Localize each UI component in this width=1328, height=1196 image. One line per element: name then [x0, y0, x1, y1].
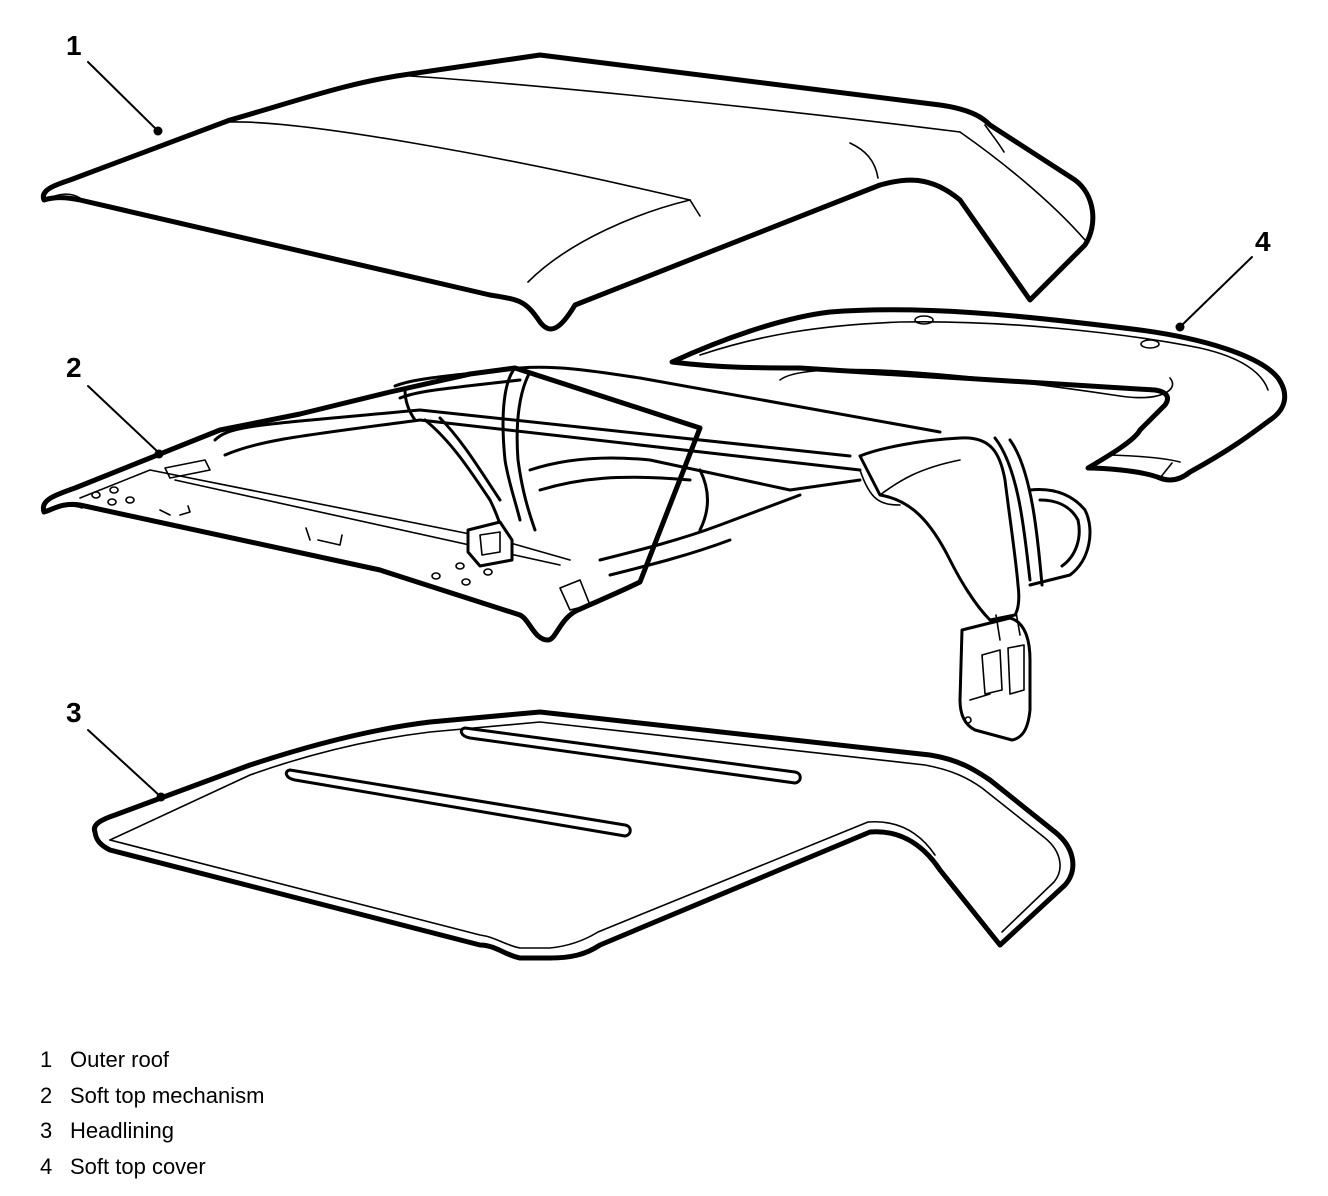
legend-number: 1: [40, 1047, 53, 1072]
callout-1: 1: [66, 30, 163, 136]
legend-label: Soft top mechanism: [70, 1082, 265, 1108]
legend-number: 3: [40, 1118, 53, 1143]
callout-3-dot: [156, 792, 166, 802]
soft-top-mechanism-part: [40, 365, 1092, 742]
callout-1-dot: [153, 126, 163, 136]
callout-3: 3: [66, 697, 166, 802]
callout-3-number: 3: [66, 697, 82, 728]
legend-label: Outer roof: [70, 1047, 170, 1072]
callout-2-number: 2: [66, 352, 82, 383]
legend-label: Soft top cover: [70, 1153, 206, 1179]
parts-legend: 1 Outer roof 2 Soft top mechanism 3 Headlin…: [40, 1042, 264, 1184]
legend-item: 1 Outer roof: [40, 1042, 264, 1078]
callout-4-dot: [1175, 322, 1185, 332]
callout-4-number: 4: [1255, 226, 1271, 257]
legend-item: 2 Soft top mechanism: [40, 1078, 264, 1114]
callout-1-number: 1: [66, 30, 82, 61]
callout-2-dot: [154, 449, 164, 459]
callout-4: 4: [1175, 226, 1271, 332]
exploded-roof-diagram: 1 2 3 4: [40, 30, 1288, 961]
legend-number: 2: [40, 1082, 53, 1108]
outer-roof-part: [40, 52, 1096, 332]
callout-2: 2: [66, 352, 164, 459]
headlining-part: [91, 709, 1076, 961]
legend-number: 4: [40, 1153, 53, 1179]
legend-item: 3 Headlining: [40, 1113, 264, 1149]
legend-label: Headlining: [70, 1118, 174, 1143]
legend-item: 4 Soft top cover: [40, 1149, 264, 1185]
soft-top-cover-part: [669, 307, 1288, 483]
